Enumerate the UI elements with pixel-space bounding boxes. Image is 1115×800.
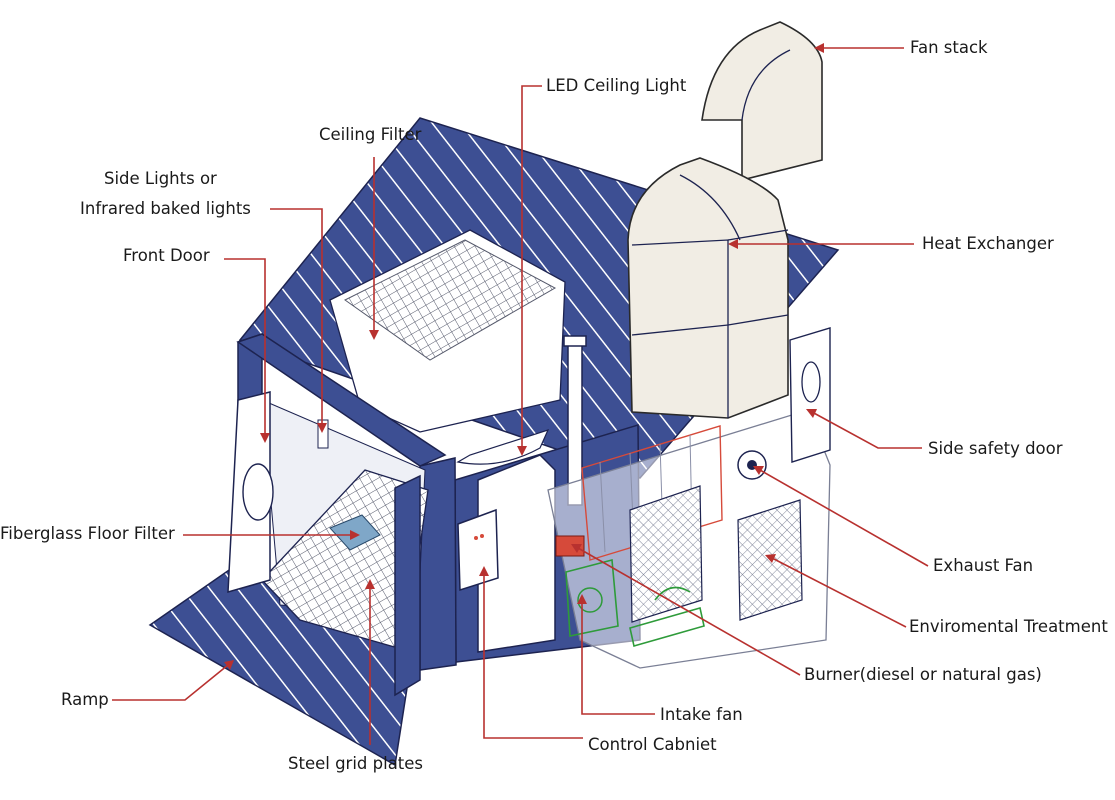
control-cabinet: [457, 508, 499, 592]
side-door-window: [801, 361, 821, 403]
label-ramp: Ramp: [61, 690, 109, 709]
led-light-curve: [456, 429, 550, 465]
label-side-lights-line2: Infrared baked lights: [80, 199, 251, 218]
heat-exchanger-duct: [627, 157, 789, 419]
label-fiberglass-floor-filter: Fiberglass Floor Filter: [0, 524, 175, 543]
booth-illustration: [148, 21, 840, 767]
label-fan-stack: Fan stack: [910, 38, 988, 57]
label-control-cabniet: Control Cabniet: [588, 735, 717, 754]
label-front-door: Front Door: [123, 246, 210, 265]
label-side-safety-door: Side safety door: [928, 439, 1063, 458]
cabinet-lamp: [474, 536, 478, 540]
label-burner: Burner(diesel or natural gas): [804, 665, 1042, 684]
label-led-ceiling-light: LED Ceiling Light: [546, 76, 687, 95]
label-steel-grid-plates: Steel grid plates: [288, 754, 424, 773]
front-frame-top: [236, 333, 447, 467]
label-heat-exchanger: Heat Exchanger: [922, 234, 1054, 253]
side-light: [317, 419, 329, 449]
ceiling-grid: [344, 239, 557, 361]
cabinet-lamp: [480, 534, 484, 538]
environmental-filter: [629, 485, 703, 623]
leader-lines: [112, 43, 929, 745]
intake-fan-rotor: [577, 587, 603, 613]
label-exhaust-fan: Exhaust Fan: [933, 556, 1034, 575]
chimney-cap: [563, 335, 587, 347]
side-wall-panel: [477, 454, 556, 653]
label-side-lights-line1: Side Lights or: [104, 169, 217, 188]
label-intake-fan: Intake fan: [660, 705, 743, 724]
right-door-panel: [394, 474, 421, 697]
door-window: [242, 463, 274, 521]
label-enviromental-treatment: Enviromental Treatment: [909, 617, 1108, 636]
heat-exchanger-core: [581, 425, 723, 561]
intake-fan: [565, 558, 619, 637]
fan-stack-duct: [701, 21, 823, 182]
label-ceiling-filter: Ceiling Filter: [319, 125, 422, 144]
